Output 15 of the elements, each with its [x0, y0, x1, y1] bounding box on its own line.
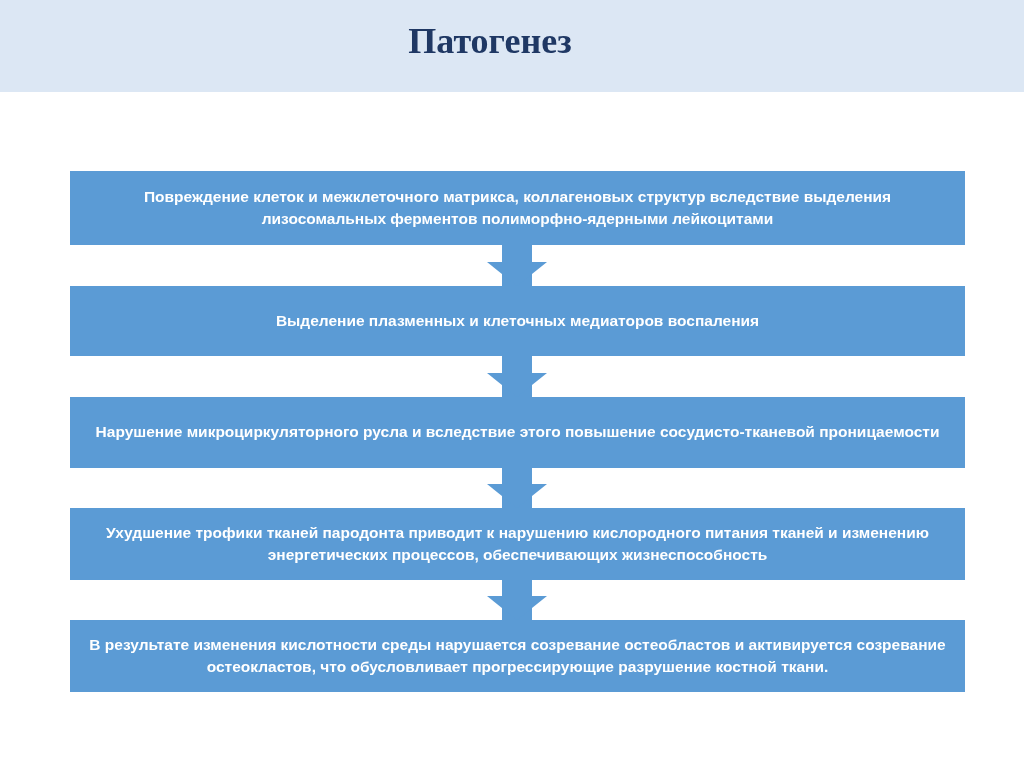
title: Патогенез: [407, 20, 573, 62]
box-text: В результате изменения кислотности среды нарушается созревание остеобластов и активируется созревание остеокластов, что обусловливает прогрессирующие разрушение костной ткани.: [88, 634, 947, 677]
box-text: Нарушение микроциркуляторного русла и вследствие этого повышение сосудисто-тканевой проницаемости: [95, 422, 940, 443]
process-box: [70, 397, 965, 468]
box-text: Повреждение клеток и межклеточного матрикса, коллагеновых структур вследствие выделения лизосомальных ферментов полиморфно-ядерными лейкоцитами: [142, 186, 893, 229]
process-box: [70, 171, 965, 245]
box-text: Ухудшение трофики тканей пародонта приводит к нарушению кислородного питания тканей и изменению энергетических процессов, обеспечивающих жизнеспособность: [105, 522, 930, 565]
down-arrow: [487, 356, 547, 397]
down-arrow: [487, 468, 547, 508]
process-box: [70, 508, 965, 580]
down-arrow: [487, 245, 547, 286]
down-arrow: [487, 580, 547, 620]
process-box: [70, 286, 965, 356]
box-text: Выделение плазменных и клеточных медиаторов воспаления: [275, 310, 760, 331]
process-box: [70, 620, 965, 692]
